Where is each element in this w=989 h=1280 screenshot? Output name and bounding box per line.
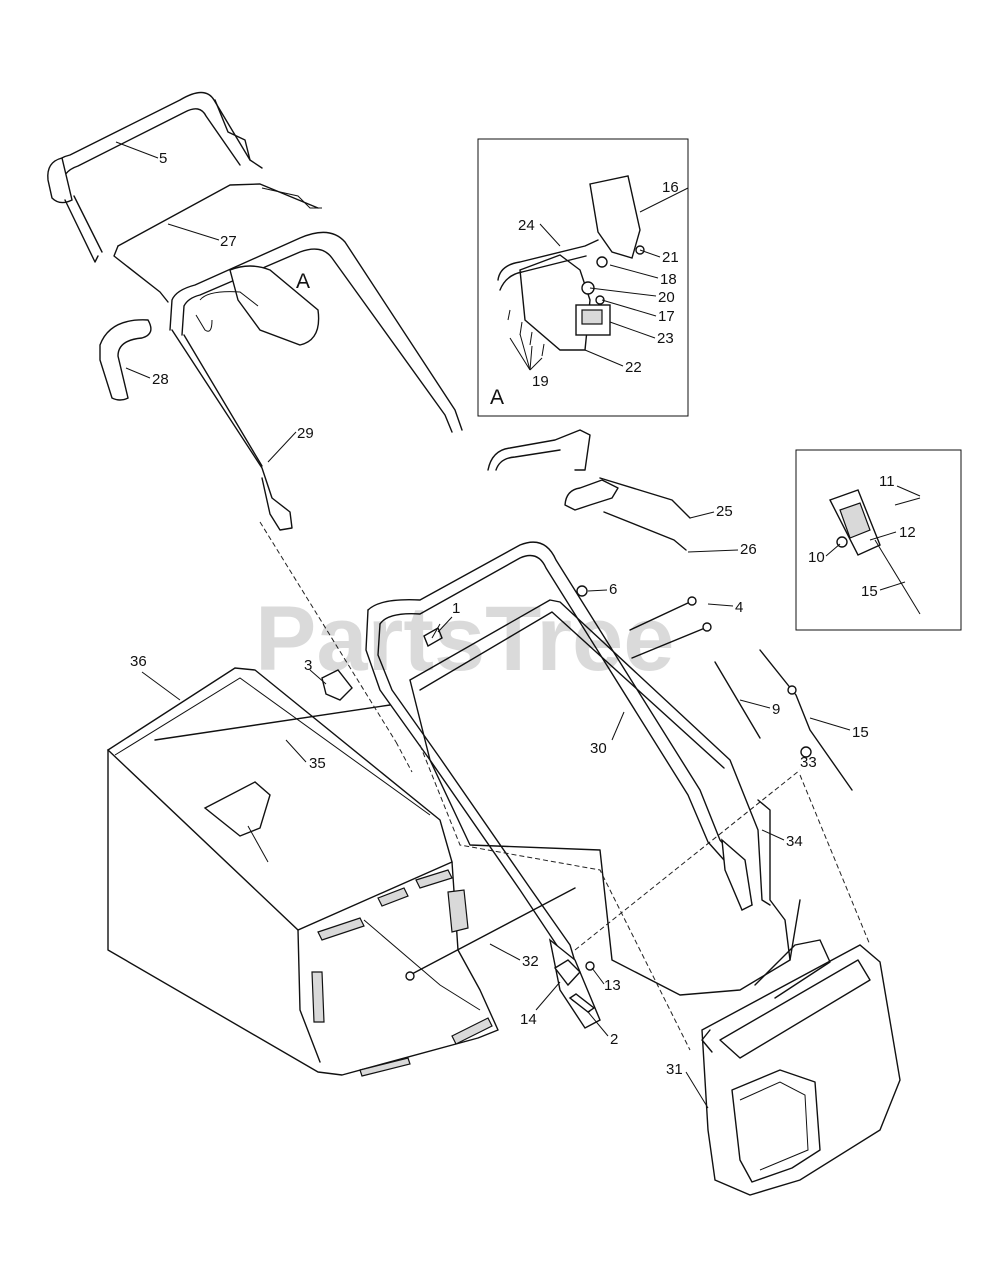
part-label-11: 11 xyxy=(879,473,895,490)
part-label-23: 23 xyxy=(657,330,674,347)
part-label-25: 25 xyxy=(716,503,733,520)
part-label-17: 17 xyxy=(658,308,675,325)
part-label-26: 26 xyxy=(740,541,757,558)
grass-catcher-bag xyxy=(106,667,499,1077)
part-label-29: 29 xyxy=(297,425,314,442)
part-label-19: 19 xyxy=(532,373,549,390)
part-label-10: 10 xyxy=(808,549,825,566)
part-label-21: 21 xyxy=(662,249,679,266)
bag-frame-rods xyxy=(154,704,576,981)
part-label-32: 32 xyxy=(522,953,539,970)
inset-a-detail xyxy=(477,138,689,417)
handle-grip-tube xyxy=(99,319,152,401)
part-label-3: 3 xyxy=(304,657,312,674)
part-label-15: 15 xyxy=(852,724,869,741)
part-label-33: 33 xyxy=(800,754,817,771)
part-label-24: 24 xyxy=(518,217,535,234)
wheel-hardware xyxy=(553,959,596,1013)
part-label-5: 5 xyxy=(159,150,167,167)
part-label-14: 14 xyxy=(520,1011,537,1028)
part-label-20: 20 xyxy=(658,289,675,306)
part-label-2: 2 xyxy=(610,1031,618,1048)
handle-fasteners xyxy=(321,623,443,701)
inset-cable-detail xyxy=(795,449,962,631)
part-label-31: 31 xyxy=(666,1061,683,1078)
part-label-27: 27 xyxy=(220,233,237,250)
part-label-9: 9 xyxy=(772,701,780,718)
part-label-34: 34 xyxy=(786,833,803,850)
part-label-35: 35 xyxy=(309,755,326,772)
part-label-16: 16 xyxy=(662,179,679,196)
watermark-text: PartsTree xyxy=(255,588,674,690)
part-label-13: 13 xyxy=(604,977,621,994)
part-label-4: 4 xyxy=(735,599,743,616)
rear-door-frame xyxy=(409,599,801,996)
control-lever-cables xyxy=(487,429,691,551)
inset-a-reference-letter: A xyxy=(296,270,310,293)
part-label-15-inset: 15 xyxy=(861,583,878,600)
rear-discharge-cover xyxy=(701,939,901,1196)
upper-handle-frame xyxy=(169,231,463,531)
part-label-28: 28 xyxy=(152,371,169,388)
leader-lines xyxy=(115,141,921,1109)
bail-rod xyxy=(113,183,322,303)
part-label-12: 12 xyxy=(899,524,916,541)
inset-a-box-letter: A xyxy=(490,386,504,409)
bolts-and-rods xyxy=(576,585,853,791)
part-label-36: 36 xyxy=(130,653,147,670)
assembly-dashed-lines xyxy=(259,521,871,1051)
part-label-6: 6 xyxy=(609,581,617,598)
part-label-18: 18 xyxy=(660,271,677,288)
upper-handle-grip xyxy=(47,91,263,263)
part-label-1: 1 xyxy=(452,600,460,617)
part-label-30: 30 xyxy=(590,740,607,757)
part-label-22: 22 xyxy=(625,359,642,376)
